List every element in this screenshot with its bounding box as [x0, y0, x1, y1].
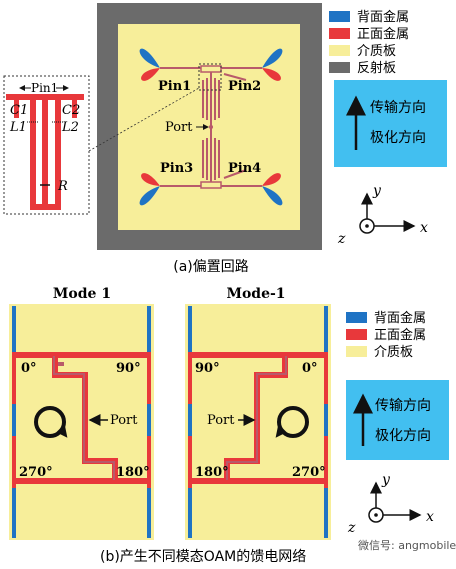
dipole-top-left — [139, 48, 160, 81]
mode-neg1-tr: 0° — [302, 361, 318, 376]
dipole-top-right — [262, 48, 283, 81]
mode1-port: Port — [110, 413, 138, 428]
mode1-title: Mode 1 — [53, 286, 111, 302]
info-a-line1: 传输方向 — [370, 100, 426, 116]
mode-neg1-rotation-icon — [277, 406, 309, 438]
inset-pin-label: Pin1 — [31, 81, 58, 95]
inset-c1-label: C1 — [10, 103, 28, 118]
inset-l2-label: L2 — [61, 120, 79, 135]
legend-b-front-metal: 正面金属 — [374, 327, 426, 343]
legend-a-reflector: 反射板 — [357, 60, 396, 76]
mode-neg1-title: Mode-1 — [226, 286, 285, 302]
pin1-label: Pin1 — [158, 79, 191, 94]
mode-neg1-br: 270° — [292, 465, 326, 480]
mode1-br: 180° — [116, 465, 150, 480]
inset-detail — [3, 75, 200, 215]
axis-a-x: x — [420, 220, 428, 236]
inset-c2-label: C2 — [62, 103, 80, 118]
axis-b-x: x — [426, 509, 434, 525]
mode1-bl: 270° — [19, 465, 53, 480]
mode1-tr: 90° — [116, 361, 141, 376]
legend-a-front-metal: 正面金属 — [357, 26, 409, 42]
mode-neg1-port: Port — [207, 413, 235, 428]
caption-b: (b)产生不同模态OAM的馈电网络 — [100, 549, 306, 565]
feed-pad-top — [200, 65, 222, 73]
info-b-line2: 极化方向 — [375, 428, 431, 444]
pin2-label: Pin2 — [228, 79, 261, 94]
axis-b-y: y — [381, 472, 391, 488]
pin4-label: Pin4 — [228, 161, 261, 176]
inset-r-label: R — [57, 179, 68, 194]
axis-b-z: z — [347, 520, 356, 536]
legend-b-back-metal: 背面金属 — [374, 310, 426, 326]
mode1-tl: 0° — [21, 361, 37, 376]
axis-a-y: y — [372, 183, 382, 199]
caption-a: (a)偏置回路 — [173, 259, 249, 275]
mode-neg1-tl: 90° — [195, 361, 220, 376]
legend-a-back-metal: 背面金属 — [357, 9, 409, 25]
port-dot — [209, 125, 213, 129]
feed-pad-bottom — [200, 181, 222, 189]
info-box-b: 传输方向 极化方向 — [346, 380, 449, 460]
mode-neg1-bl: 180° — [195, 465, 229, 480]
legend-b: 背面金属 正面金属 介质板 — [346, 310, 426, 360]
mode-neg1-board: Mode-1 Port 90° 0° 180° 270° — [185, 286, 331, 540]
legend-a: 背面金属 正面金属 介质板 反射板 — [329, 9, 409, 76]
dipole-bottom-left — [139, 173, 160, 206]
axis-a-z: z — [337, 231, 346, 247]
axes-b: y z x — [347, 472, 434, 536]
info-b-line1: 传输方向 — [375, 398, 431, 414]
mode1-rotation-icon — [34, 406, 66, 438]
info-box-a: 传输方向 极化方向 — [334, 80, 447, 167]
axes-a: y z x — [337, 183, 428, 247]
legend-a-substrate: 介质板 — [357, 44, 396, 59]
port-label-a: Port — [165, 120, 193, 135]
info-a-line2: 极化方向 — [370, 130, 426, 146]
mode1-board: Mode 1 Port 0° 90° 270° 180° — [9, 286, 154, 540]
dipole-bottom-right — [262, 173, 283, 206]
inset-l1-label: L1 — [9, 120, 27, 135]
legend-b-substrate: 介质板 — [374, 345, 413, 360]
panel-a: Pin1 Pin2 Pin3 Pin4 Port Pin1 C1 C2 L1 L… — [3, 3, 322, 275]
watermark: 微信号: angmobile — [358, 538, 456, 552]
pin3-label: Pin3 — [160, 161, 193, 176]
